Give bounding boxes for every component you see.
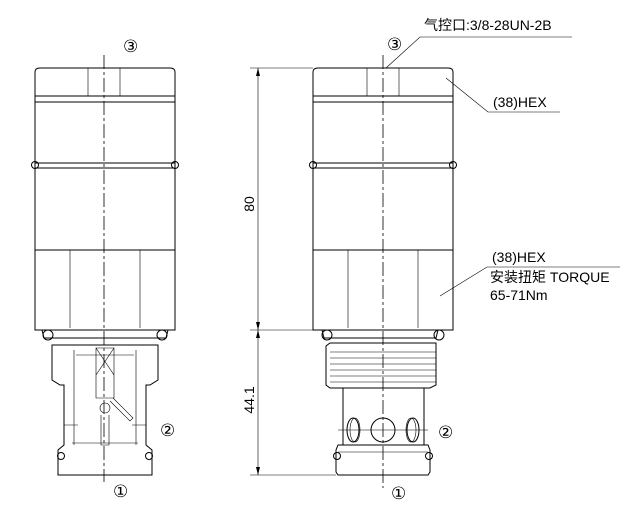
exterior-view: ③ ② ①	[309, 35, 457, 503]
air-port-label: 气控口:3/8-28UN-2B	[424, 17, 552, 33]
dimensions: 80 44.1	[241, 67, 450, 476]
dim-44-1: 44.1	[241, 386, 257, 413]
port-3-label-right: ③	[387, 35, 402, 54]
torque-label: 安装扭矩 TORQUE	[490, 269, 610, 285]
port-1-label: ①	[113, 482, 128, 501]
callouts: 气控口:3/8-28UN-2B (38)HEX (38)HEX 安装扭矩 TOR…	[385, 17, 620, 303]
hex-top-label: (38)HEX	[493, 94, 547, 110]
dim-80: 80	[241, 196, 257, 212]
port-3-label: ③	[123, 37, 138, 56]
section-view: ③ ② ①	[31, 37, 179, 501]
torque-value: 65-71Nm	[490, 287, 548, 303]
hex-bottom-label: (38)HEX	[492, 249, 546, 265]
port-1-label-right: ①	[391, 484, 406, 503]
port-2-label: ②	[160, 421, 175, 440]
port-2-label-right: ②	[438, 423, 453, 442]
